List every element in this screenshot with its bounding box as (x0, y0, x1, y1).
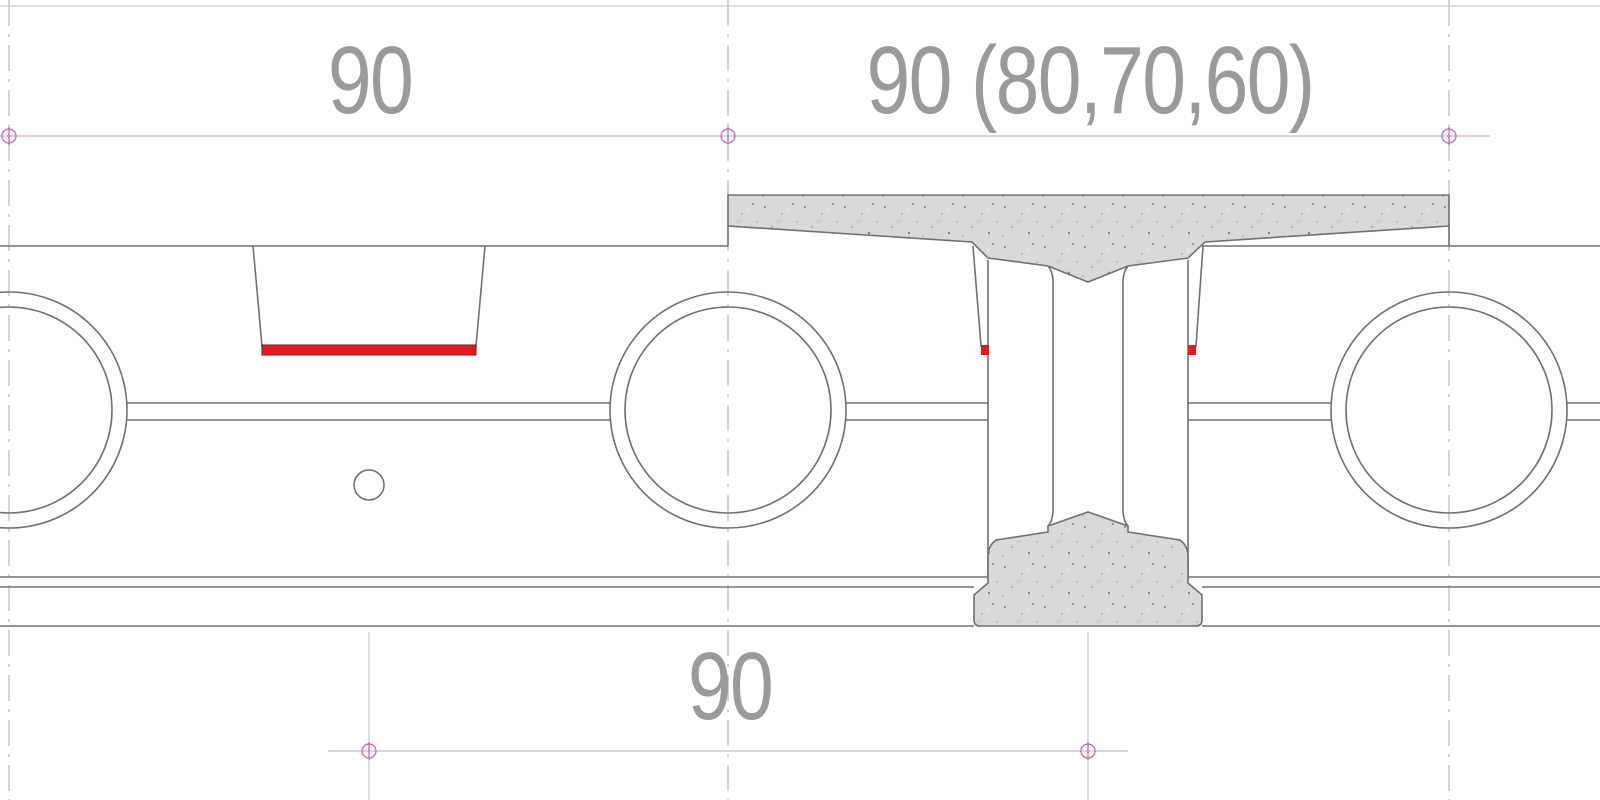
axis-lines (8, 0, 1450, 800)
dimension-label-top-left: 90 (327, 27, 414, 134)
beam-web (1047, 265, 1129, 527)
insulation-strip (261, 344, 477, 356)
dimension-label-bottom: 90 (687, 633, 774, 740)
hollow-core (609, 291, 847, 529)
dimension-label-top-right: 90 (80,70,60) (866, 27, 1316, 134)
top-dimension-line (0, 127, 1490, 145)
rebar-circle (353, 469, 385, 501)
insulation-strip (1188, 345, 1196, 355)
bottom-dimension-line (328, 632, 1128, 800)
concrete-beam-top-flange (727, 194, 1450, 283)
insulation-strip (981, 345, 989, 355)
hollow-core-slab (0, 245, 1600, 627)
recess-pocket (252, 245, 486, 347)
hollow-core (1330, 291, 1568, 529)
hollow-core (0, 291, 128, 529)
concrete-beam-bottom-flange (973, 511, 1203, 627)
